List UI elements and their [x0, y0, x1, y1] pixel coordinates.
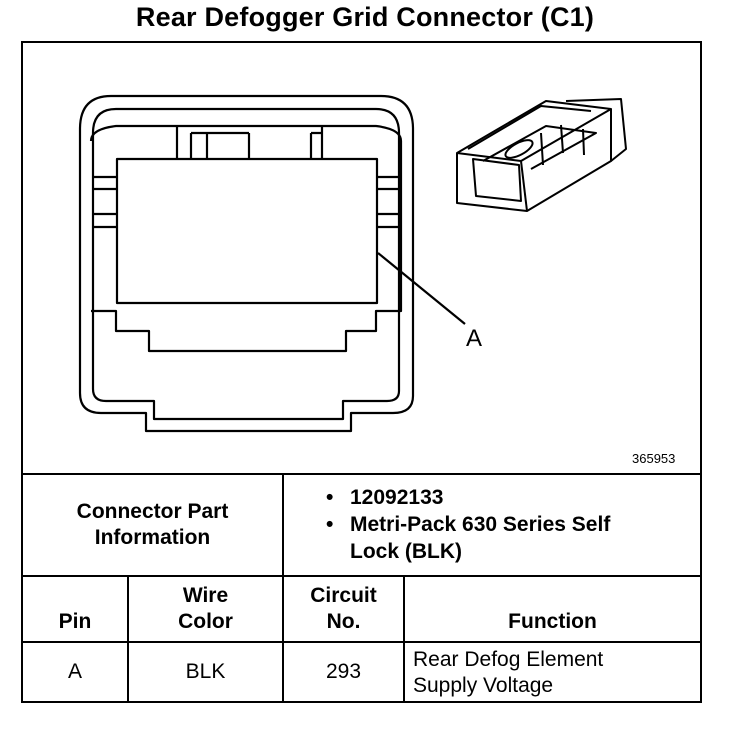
header-function: Function [508, 610, 597, 633]
header-pin: Pin [58, 610, 92, 633]
list-item: Lock (BLK) [326, 538, 696, 565]
connector-sheet-frame [21, 41, 702, 703]
connector-face-outer [78, 94, 415, 433]
col-divider-3 [403, 575, 405, 703]
info-divider [282, 473, 284, 575]
callout-leader-line [377, 252, 466, 325]
connector-diagram [78, 94, 627, 433]
list-item: • 12092133 [326, 484, 696, 511]
table-row-wire-color: BLK [185, 660, 226, 683]
lock-tab [175, 126, 324, 159]
table-row-function: Rear Defog Element Supply Voltage [413, 648, 604, 697]
connector-series-cont: Lock (BLK) [350, 540, 462, 563]
callout-label-a: A [466, 325, 483, 352]
table-row-circuit: 293 [325, 660, 362, 683]
part-number: 12092133 [350, 486, 444, 509]
connector-info-list: • 12092133 • Metri-Pack 630 Series Self … [326, 484, 696, 565]
bullet: • [326, 513, 334, 536]
header-wire-color: Wire Color [178, 584, 233, 633]
info-bottom-border [21, 575, 702, 577]
header-bottom-border [21, 641, 702, 643]
table-row-pin: A [67, 660, 82, 683]
connector-info-label: Connector Part Information [76, 500, 229, 549]
terminal-block [115, 157, 379, 305]
terminal-cavity-outline [89, 124, 403, 353]
bullet: • [326, 486, 334, 509]
connector-3d-view [456, 98, 627, 212]
connector-face-inner [91, 107, 401, 421]
connector-series: Metri-Pack 630 Series Self [350, 513, 611, 536]
side-rail [93, 175, 401, 229]
table-top-border [21, 473, 702, 475]
col-divider-1 [127, 575, 129, 703]
header-circuit-no: Circuit No. [310, 584, 377, 633]
figure-id: 365953 [632, 451, 676, 466]
page-title: Rear Defogger Grid Connector (C1) [135, 2, 595, 32]
col-divider-2 [282, 575, 284, 703]
list-item: • Metri-Pack 630 Series Self [326, 511, 696, 538]
